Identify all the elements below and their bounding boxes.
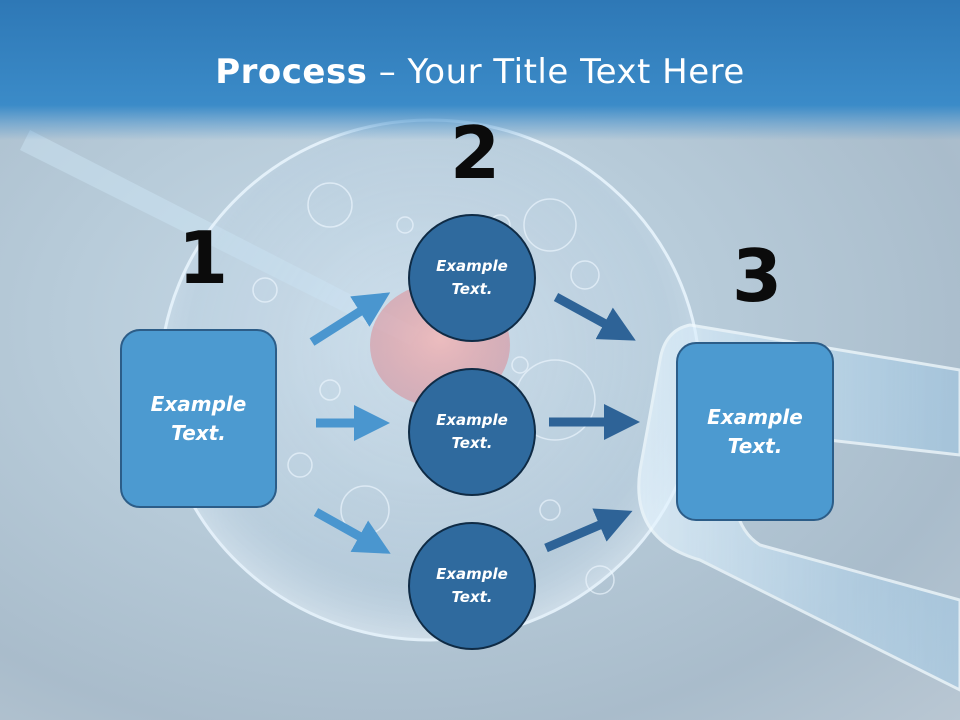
step-number-2: 2: [450, 111, 501, 195]
arrow-to-bottom: [313, 508, 391, 554]
top-circle[interactable]: Example Text.: [408, 214, 536, 342]
arrow-from-bottom: [544, 508, 633, 553]
bottom-circle-label: Example Text.: [436, 565, 508, 606]
middle-circle[interactable]: Example Text.: [408, 368, 536, 496]
top-circle-label: Example Text.: [436, 257, 508, 298]
step-number-1: 1: [178, 216, 229, 300]
title-rest: – Your Title Text Here: [367, 52, 745, 92]
slide-title: Process – Your Title Text Here: [0, 52, 960, 92]
arrow-to-top: [309, 292, 391, 346]
bottom-circle[interactable]: Example Text.: [408, 522, 536, 650]
right-text-box[interactable]: Example Text.: [676, 342, 834, 521]
step-number-3: 3: [732, 234, 783, 318]
left-box-label: Example Text.: [150, 391, 247, 445]
right-box-label: Example Text.: [707, 404, 803, 458]
title-bold: Process: [215, 52, 368, 92]
left-text-box[interactable]: Example Text.: [120, 329, 277, 508]
arrow-from-top: [553, 293, 636, 341]
middle-circle-label: Example Text.: [436, 411, 508, 452]
header-bar: [0, 0, 960, 140]
